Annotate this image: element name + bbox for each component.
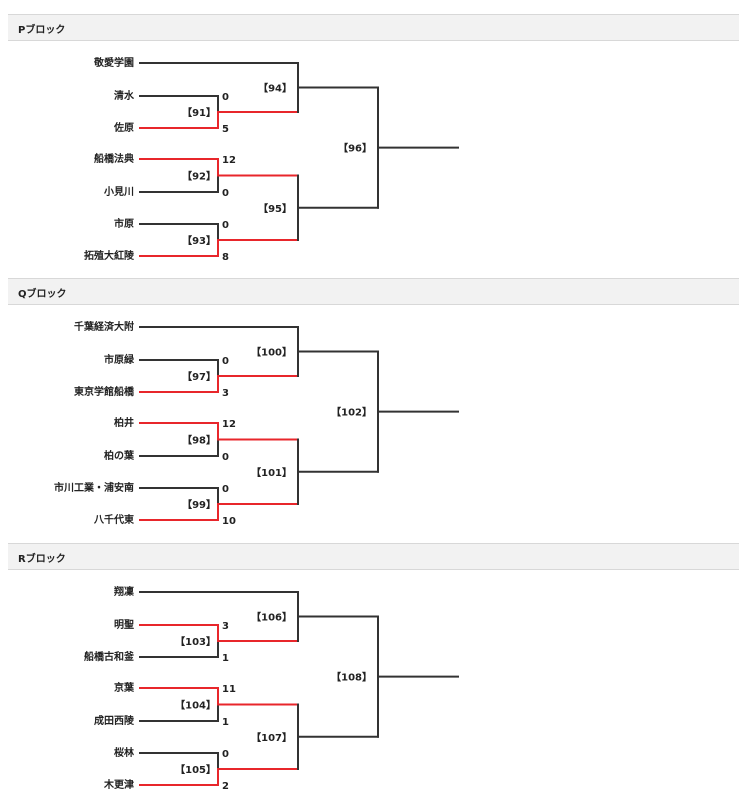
score-top: 12 <box>222 419 236 430</box>
match-label: 【108】 <box>331 671 372 684</box>
team-name: 成田西陵 <box>94 714 135 727</box>
block-header-p: Pブロック <box>8 14 739 41</box>
team-name: 市原緑 <box>104 353 135 366</box>
match-label: 【101】 <box>251 466 292 479</box>
score-bottom: 3 <box>222 388 229 399</box>
block-header-r: Rブロック <box>8 543 739 570</box>
team-name: 柏の葉 <box>104 449 135 462</box>
team-name: 木更津 <box>103 778 134 791</box>
team-name: 船橋古和釜 <box>84 650 135 663</box>
team-name: 市川工業・浦安南 <box>54 481 134 494</box>
score-bottom: 0 <box>222 188 229 199</box>
match-label: 【102】 <box>331 406 372 419</box>
match-label: 【107】 <box>251 731 292 744</box>
match-label: 【103】 <box>175 635 216 648</box>
match-label: 【106】 <box>251 611 292 624</box>
block-title: Qブロック <box>18 289 67 300</box>
score-top: 12 <box>222 155 236 166</box>
score-bottom: 8 <box>222 252 229 263</box>
block-header-q: Qブロック <box>8 278 739 305</box>
match-label: 【99】 <box>182 498 216 511</box>
bracket-r: 翔凜明聖船橋古和釜京葉成田西陵桜林木更津31【103】111【104】02【10… <box>84 585 459 792</box>
team-name: 佐原 <box>113 121 134 134</box>
score-bottom: 1 <box>222 717 229 728</box>
team-name: 明聖 <box>114 618 134 631</box>
match-label: 【105】 <box>175 763 216 776</box>
match-label: 【91】 <box>182 106 216 119</box>
score-top: 0 <box>222 749 229 760</box>
score-bottom: 10 <box>222 516 236 527</box>
match-label: 【96】 <box>338 142 372 155</box>
score-top: 0 <box>222 220 229 231</box>
team-name: 船橋法典 <box>94 152 134 165</box>
score-top: 0 <box>222 484 229 495</box>
match-label: 【97】 <box>182 370 216 383</box>
team-name: 八千代東 <box>93 513 134 526</box>
block-title: Pブロック <box>18 25 66 36</box>
team-name: 京葉 <box>114 681 135 694</box>
block-title: Rブロック <box>18 554 66 565</box>
match-label: 【94】 <box>258 82 292 95</box>
team-name: 柏井 <box>114 416 134 429</box>
match-label: 【93】 <box>182 234 216 247</box>
match-label: 【104】 <box>175 699 216 712</box>
team-name: 千葉経済大附 <box>74 320 134 333</box>
team-name: 清水 <box>114 89 135 102</box>
score-top: 0 <box>222 356 229 367</box>
score-bottom: 1 <box>222 653 229 664</box>
match-label: 【98】 <box>182 434 216 447</box>
team-name: 東京学館船橋 <box>74 385 135 398</box>
score-bottom: 2 <box>222 781 229 792</box>
score-top: 11 <box>222 684 236 695</box>
team-name: 翔凜 <box>113 585 134 598</box>
match-label: 【100】 <box>251 346 292 359</box>
score-bottom: 0 <box>222 452 229 463</box>
match-label: 【92】 <box>182 170 216 183</box>
team-name: 拓殖大紅陵 <box>84 249 135 262</box>
match-label: 【95】 <box>258 202 292 215</box>
score-bottom: 5 <box>222 124 229 135</box>
score-top: 3 <box>222 621 229 632</box>
team-name: 市原 <box>114 217 134 230</box>
score-top: 0 <box>222 92 229 103</box>
team-name: 小見川 <box>103 185 134 198</box>
team-name: 敬愛学園 <box>93 56 134 69</box>
team-name: 桜林 <box>114 746 135 759</box>
